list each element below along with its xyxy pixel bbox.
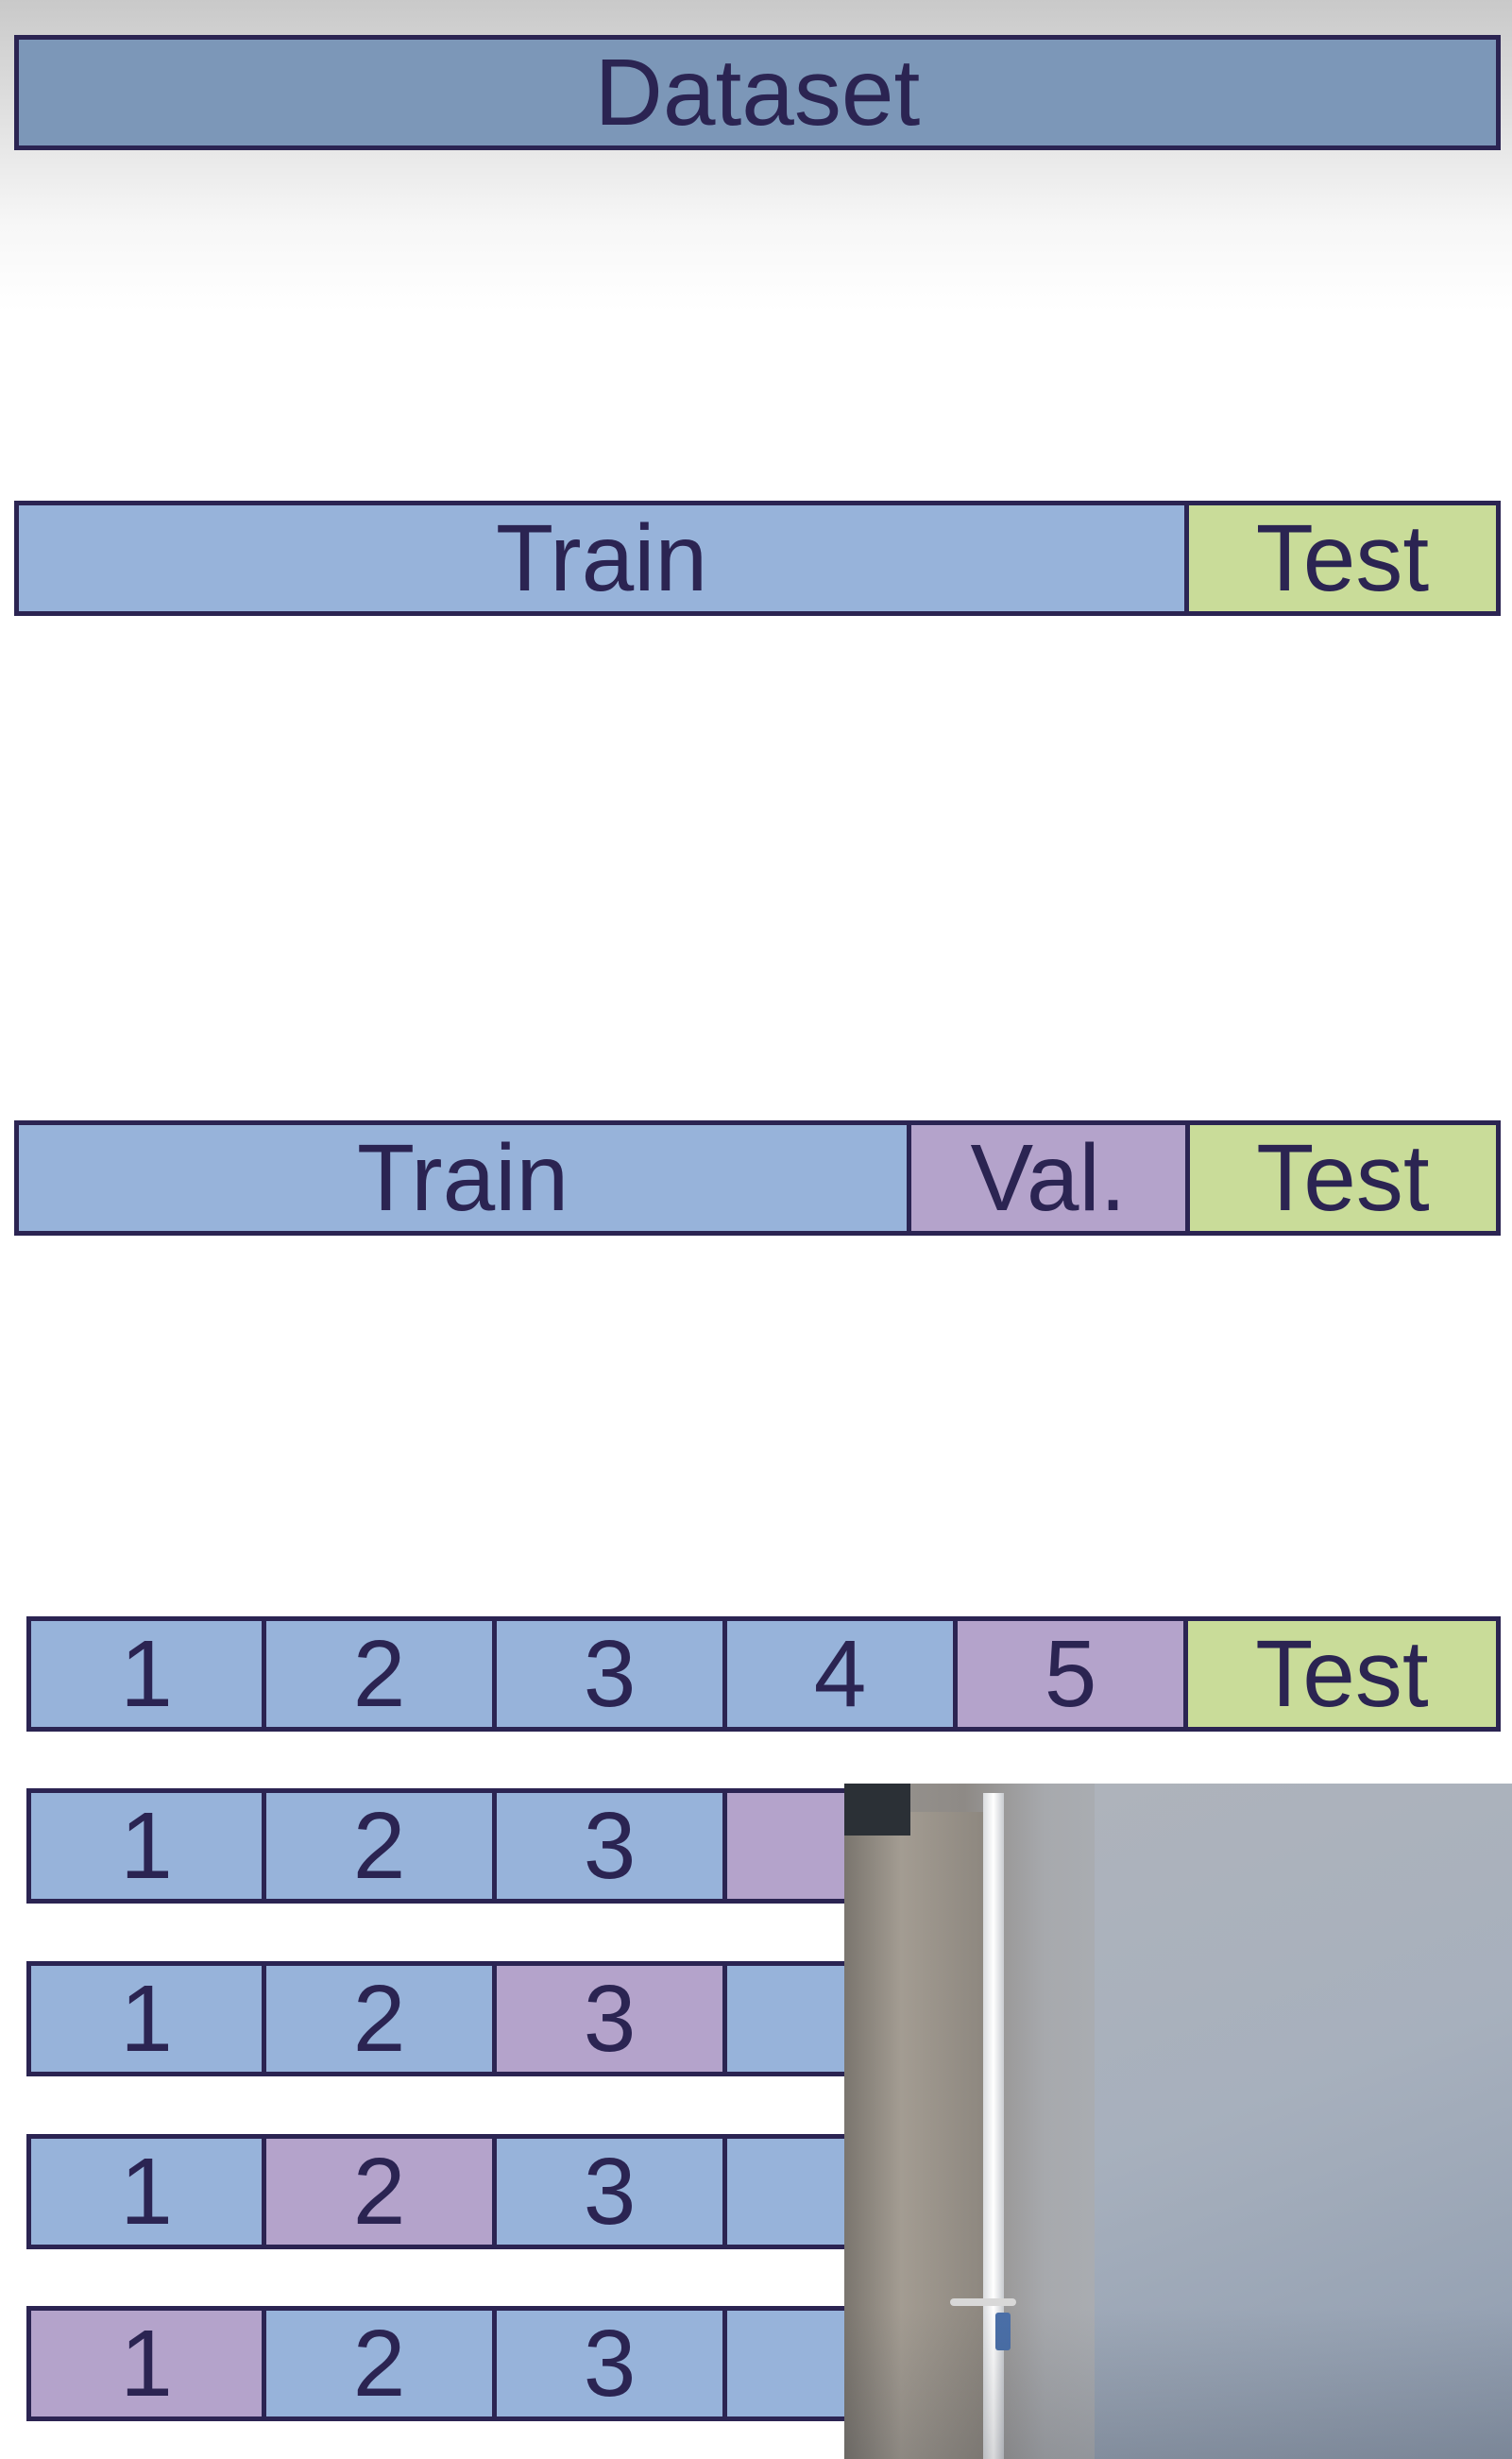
train-test-split-bar: Train Test	[14, 501, 1501, 616]
test-segment: Test	[1184, 505, 1496, 611]
train-fold-segment: 2	[262, 1966, 492, 2072]
train-fold-segment: 3	[492, 2311, 722, 2416]
webcam-door	[844, 1812, 986, 2459]
train-val-test-split-bar: Train Val. Test	[14, 1120, 1501, 1236]
train-fold-segment: 1	[31, 1793, 262, 1899]
validation-segment: Val.	[907, 1125, 1185, 1231]
webcam-shadow	[844, 2308, 1512, 2459]
train-fold-segment: 3	[492, 1621, 722, 1727]
train-fold-segment: 1	[31, 1966, 262, 2072]
webcam-door-lock	[995, 2313, 1011, 2350]
test-segment: Test	[1185, 1125, 1496, 1231]
train-segment: Train	[19, 1125, 907, 1231]
webcam-wall	[1095, 1784, 1512, 2459]
train-fold-segment: 2	[262, 2311, 492, 2416]
train-fold-segment: 2	[262, 1621, 492, 1727]
train-fold-segment: 1	[31, 1621, 262, 1727]
train-fold-segment: 2	[262, 1793, 492, 1899]
webcam-door-handle	[950, 2298, 1016, 2306]
train-fold-segment: 4	[722, 1621, 953, 1727]
train-fold-segment: 3	[492, 2139, 722, 2245]
validation-fold-segment: 5	[953, 1621, 1183, 1727]
train-segment: Train	[19, 505, 1184, 611]
webcam-door-frame	[983, 1793, 1004, 2459]
validation-fold-segment: 2	[262, 2139, 492, 2245]
validation-fold-segment: 1	[31, 2311, 262, 2416]
dataset-segment: Dataset	[19, 40, 1496, 145]
webcam-dark-corner	[844, 1784, 910, 1836]
webcam-overlay	[844, 1784, 1512, 2459]
train-fold-segment: 1	[31, 2139, 262, 2245]
train-fold-segment: 3	[492, 1793, 722, 1899]
validation-fold-segment: 3	[492, 1966, 722, 2072]
test-segment: Test	[1183, 1621, 1496, 1727]
dataset-bar: Dataset	[14, 35, 1501, 150]
